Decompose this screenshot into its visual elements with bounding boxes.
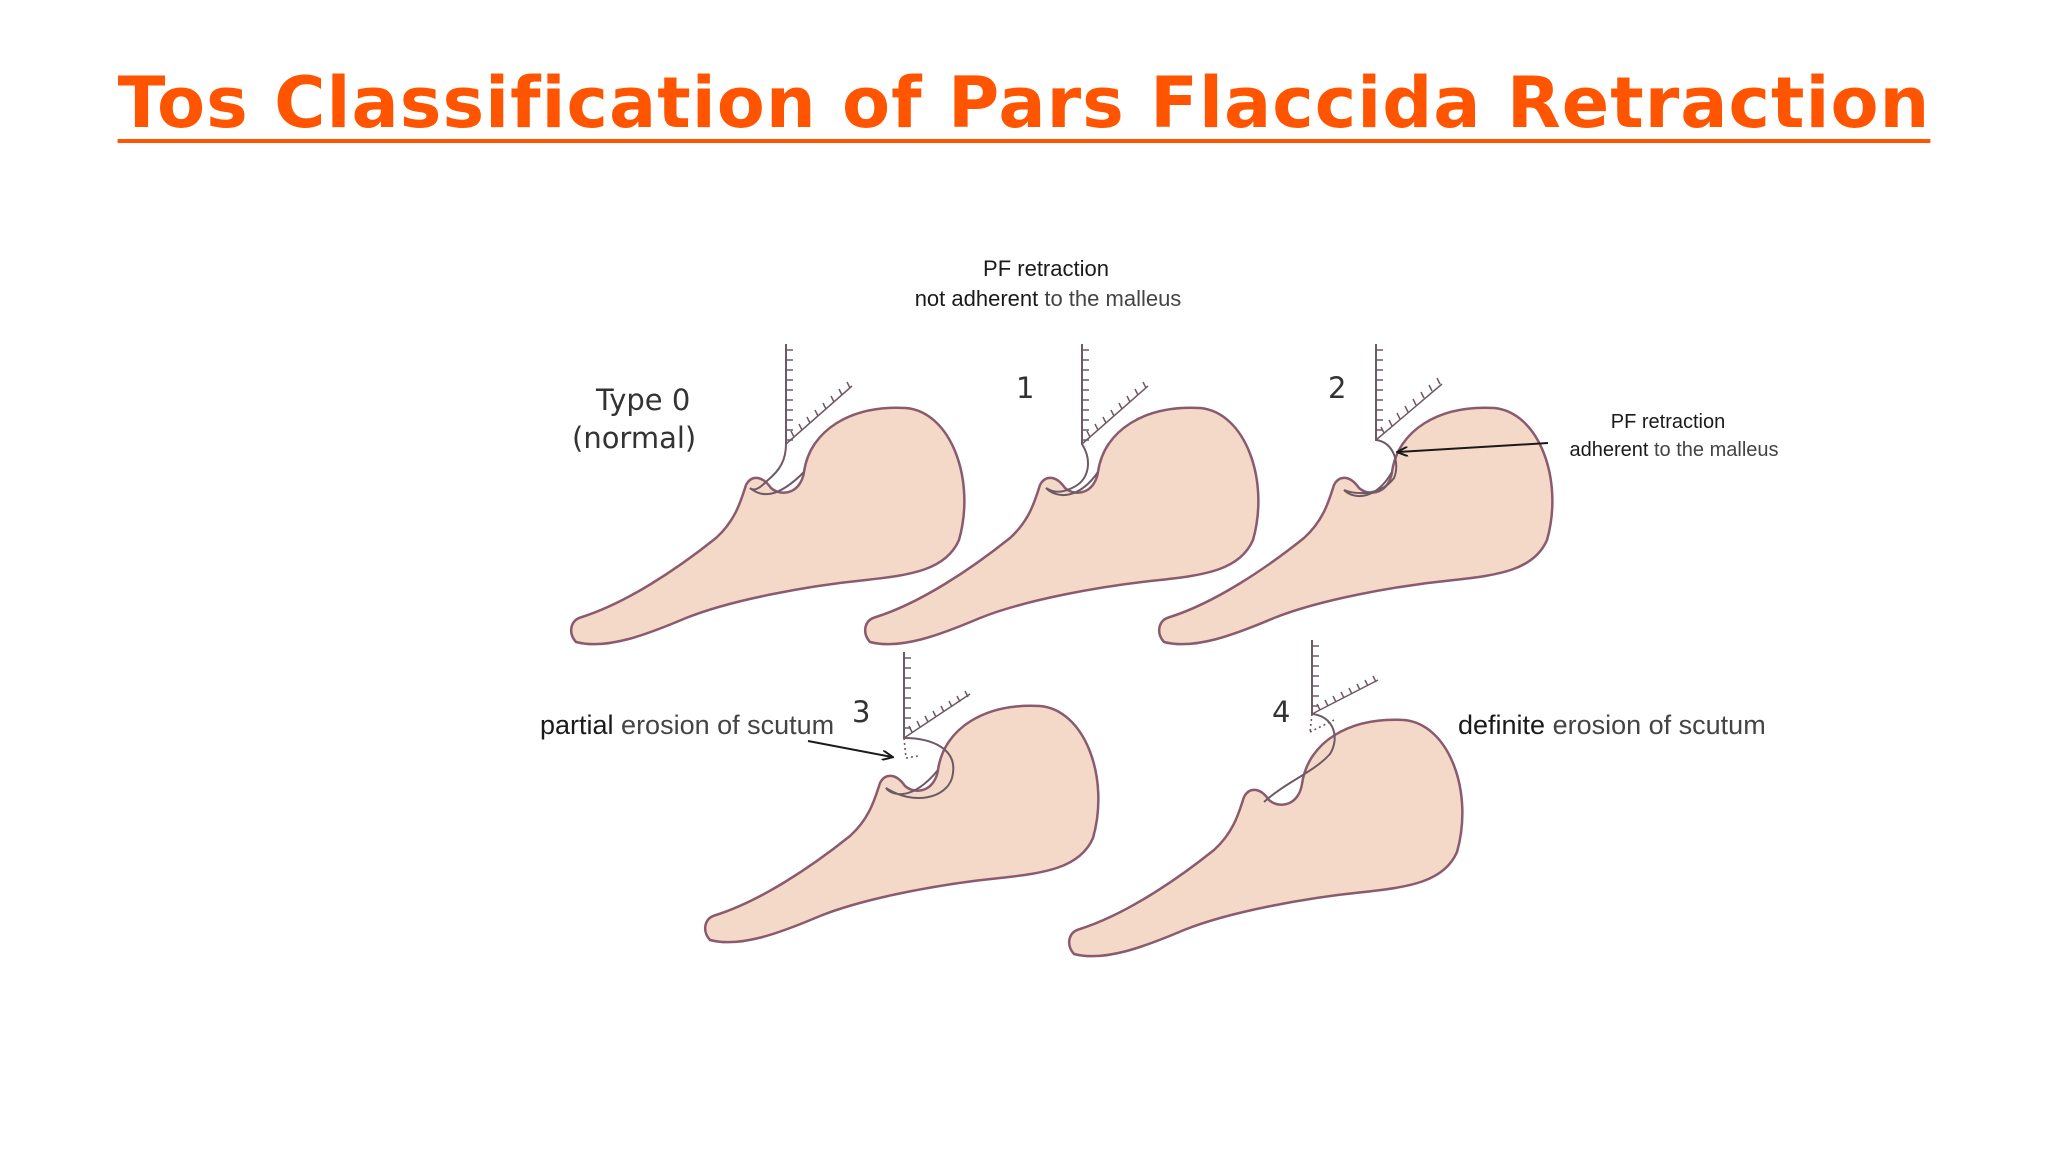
partial-erosion-arrow (807, 740, 892, 757)
type-0-figure (569, 344, 966, 646)
type-4-label: 4 (1272, 695, 1290, 729)
page-title: Tos Classification of Pars Flaccida Retr… (117, 62, 1931, 144)
partial-erosion-annotation: partial erosion of scutum (540, 710, 834, 740)
type-0-label: Type 0 (595, 383, 690, 417)
type-0-sublabel: (normal) (572, 421, 696, 455)
type-3-figure (703, 652, 1100, 944)
type-2-label: 2 (1328, 371, 1346, 405)
type-2-figure (1157, 344, 1554, 646)
definite-erosion-annotation: definite erosion of scutum (1458, 710, 1766, 740)
not-adherent-annotation-line2: not adherent to the malleus (915, 286, 1182, 311)
type-4-figure (1067, 640, 1464, 958)
type-1-figure (863, 344, 1260, 646)
adherent-arrow (1398, 442, 1549, 452)
type-3-label: 3 (852, 695, 870, 729)
adherent-annotation-line2: adherent to the malleus (1569, 439, 1778, 461)
not-adherent-annotation-line1: PF retraction (983, 256, 1109, 281)
adherent-annotation-line1: PF retraction (1611, 411, 1725, 433)
type-1-label: 1 (1016, 371, 1034, 405)
